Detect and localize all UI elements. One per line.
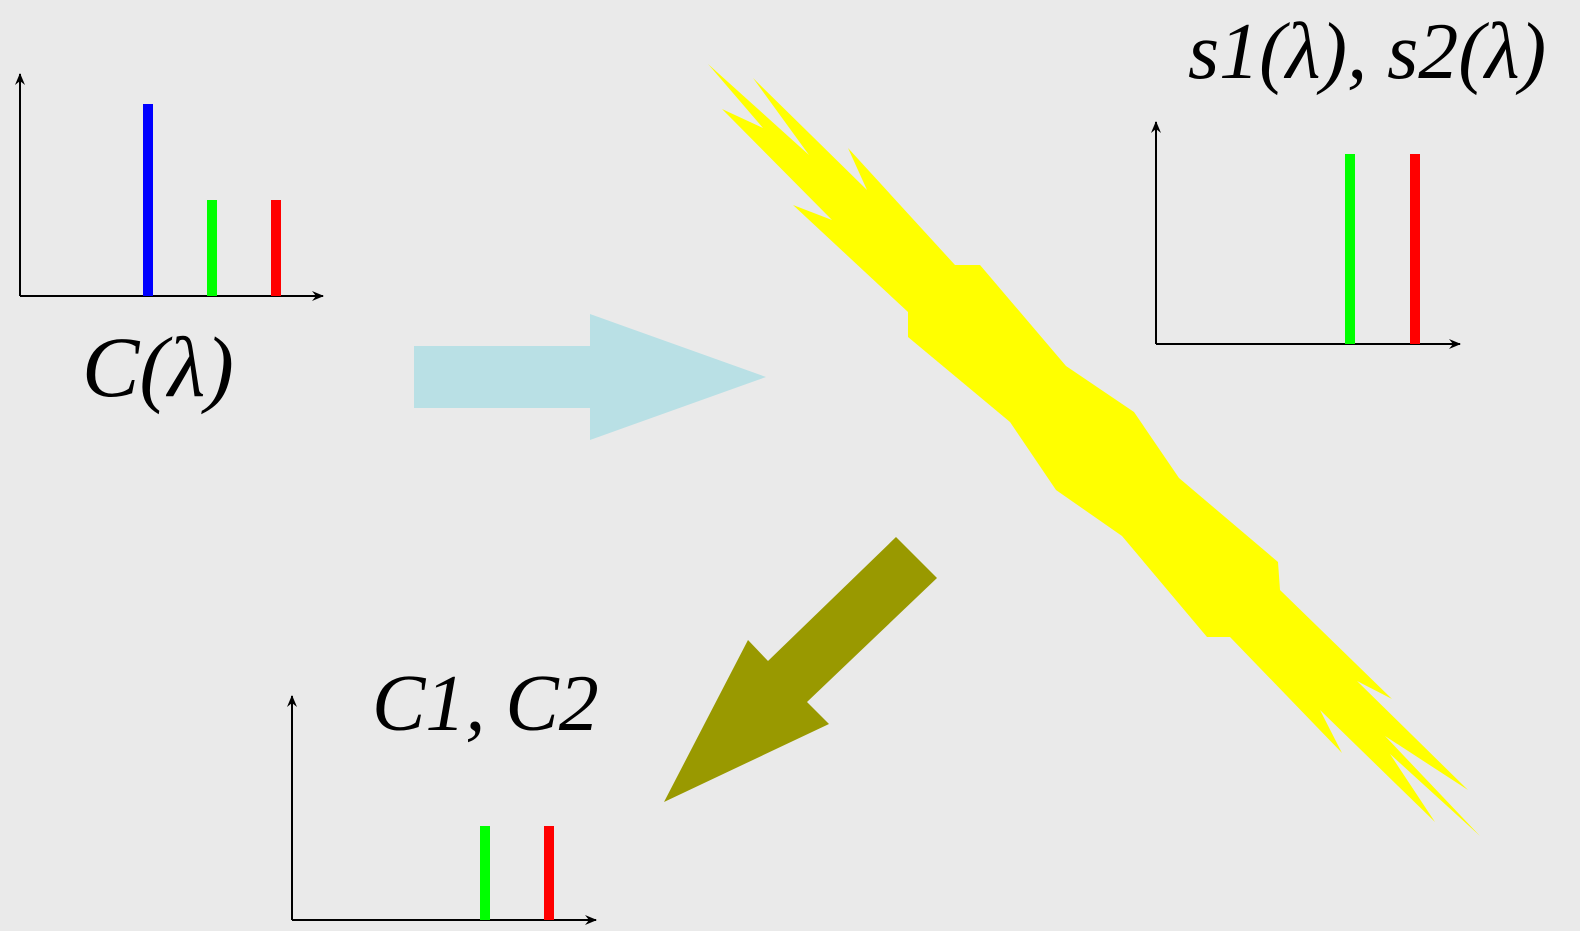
output-lines — [480, 826, 554, 920]
spectral-line — [480, 826, 490, 920]
down-left-arrow-icon — [664, 537, 937, 802]
right-arrow-icon — [414, 314, 766, 440]
response-lines — [1345, 154, 1420, 344]
spectral-line — [1345, 154, 1355, 344]
sensor-response-chart: s1(λ), s2(λ) — [1151, 8, 1546, 349]
spectral-line — [544, 826, 554, 920]
spectral-line — [207, 200, 217, 296]
input-spectrum-label: C(λ) — [82, 319, 234, 415]
spectral-line — [271, 200, 281, 296]
spectrum-lines — [143, 104, 281, 296]
output-values-label: C1, C2 — [372, 660, 599, 748]
spectral-line — [1410, 154, 1420, 344]
input-spectrum-chart: C(λ) — [15, 73, 324, 415]
spectral-line — [143, 104, 153, 296]
light-beam-icon — [708, 64, 1480, 836]
output-values-chart: C1, C2 — [287, 660, 599, 925]
sensor-responses-label: s1(λ), s2(λ) — [1188, 8, 1546, 96]
